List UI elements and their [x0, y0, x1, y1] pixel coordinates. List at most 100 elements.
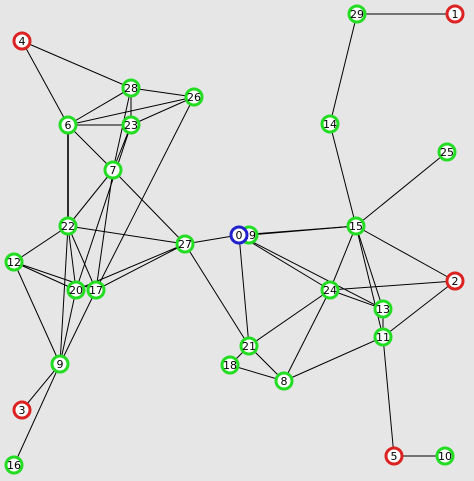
node-28-ring	[121, 78, 141, 98]
node-3[interactable]: 3	[12, 400, 32, 420]
node-15-label: 15	[349, 220, 363, 233]
node-9-label: 9	[57, 358, 64, 371]
node-16-ring	[4, 455, 24, 475]
node-10-ring	[435, 446, 455, 466]
node-10[interactable]: 10	[435, 446, 455, 466]
node-20-label: 20	[69, 284, 83, 297]
edge-7-22	[67, 169, 114, 227]
node-25-ring	[437, 142, 457, 162]
node-4[interactable]: 4	[12, 31, 32, 51]
edge-11-5	[382, 336, 395, 457]
node-25[interactable]: 25	[437, 142, 457, 162]
node-24[interactable]: 24	[320, 280, 340, 300]
node-6-ring	[58, 115, 78, 135]
node-17-ring	[86, 280, 106, 300]
edge-23-26	[130, 96, 195, 126]
node-3-label: 3	[19, 404, 26, 417]
node-16[interactable]: 16	[4, 455, 24, 475]
node-0-label: 0	[236, 229, 243, 242]
node-5-ring	[384, 446, 404, 466]
node-18-ring	[220, 355, 240, 375]
node-12[interactable]: 12	[4, 252, 24, 272]
node-24-ring	[320, 280, 340, 300]
node-24-label: 24	[323, 284, 337, 297]
node-22[interactable]: 22	[58, 216, 78, 236]
edge-9-16	[13, 363, 61, 466]
edge-19-15	[248, 225, 357, 236]
node-0[interactable]: 0	[229, 225, 249, 245]
edge-15-25	[355, 151, 448, 227]
node-4-ring	[12, 31, 32, 51]
node-4-label: 4	[19, 35, 26, 48]
node-1-ring	[445, 4, 465, 24]
node-15[interactable]: 15	[346, 216, 366, 236]
edge-17-9	[59, 289, 97, 365]
node-23-ring	[121, 115, 141, 135]
node-11[interactable]: 11	[373, 327, 393, 347]
node-17[interactable]: 17	[86, 280, 106, 300]
edge-4-6	[21, 40, 69, 126]
edge-7-17	[95, 169, 114, 291]
node-15-ring	[346, 216, 366, 236]
edge-11-2	[382, 280, 456, 338]
edge-6-7	[67, 124, 114, 171]
node-26[interactable]: 26	[184, 87, 204, 107]
node-23[interactable]: 23	[121, 115, 141, 135]
node-14[interactable]: 14	[320, 114, 340, 134]
node-22-ring	[58, 216, 78, 236]
node-14-ring	[320, 114, 340, 134]
node-5[interactable]: 5	[384, 446, 404, 466]
node-14-label: 14	[323, 118, 337, 131]
node-23-label: 23	[124, 119, 138, 132]
node-16-label: 16	[7, 459, 21, 472]
node-13[interactable]: 13	[373, 299, 393, 319]
node-28-label: 28	[124, 82, 138, 95]
node-8-label: 8	[281, 375, 288, 388]
node-20-ring	[66, 280, 86, 300]
node-7[interactable]: 7	[103, 160, 123, 180]
node-20[interactable]: 20	[66, 280, 86, 300]
edge-7-27	[112, 169, 186, 245]
node-13-label: 13	[376, 303, 390, 316]
edge-12-9	[13, 261, 61, 365]
node-9[interactable]: 9	[50, 354, 70, 374]
node-8-ring	[274, 371, 294, 391]
edge-15-2	[355, 225, 456, 282]
node-26-ring	[184, 87, 204, 107]
node-22-label: 22	[61, 220, 75, 233]
node-10-label: 10	[438, 450, 452, 463]
edge-0-21	[238, 234, 250, 347]
node-7-label: 7	[110, 164, 117, 177]
edge-28-26	[130, 87, 195, 98]
node-1[interactable]: 1	[445, 4, 465, 24]
edge-24-8	[283, 289, 331, 382]
node-13-ring	[373, 299, 393, 319]
node-21[interactable]: 21	[239, 336, 259, 356]
node-11-label: 11	[376, 331, 390, 344]
edge-27-21	[184, 243, 250, 347]
edge-15-11	[355, 225, 384, 338]
node-12-ring	[4, 252, 24, 272]
node-6[interactable]: 6	[58, 115, 78, 135]
edge-29-14	[329, 13, 358, 125]
edge-6-28	[67, 87, 132, 126]
node-18[interactable]: 18	[220, 355, 240, 375]
node-27[interactable]: 27	[175, 234, 195, 254]
edge-11-8	[283, 336, 384, 382]
node-2-label: 2	[452, 275, 459, 288]
node-8[interactable]: 8	[274, 371, 294, 391]
node-3-ring	[12, 400, 32, 420]
edge-22-17	[67, 225, 97, 291]
node-9-ring	[50, 354, 70, 374]
node-5-label: 5	[391, 450, 398, 463]
node-29[interactable]: 29	[347, 4, 367, 24]
nodes-layer: 1234567891011121314151617181920212223242…	[4, 4, 465, 475]
node-17-label: 17	[89, 284, 103, 297]
edge-23-20	[75, 124, 132, 291]
edge-22-27	[67, 225, 186, 245]
node-28[interactable]: 28	[121, 78, 141, 98]
edge-24-2	[329, 280, 456, 291]
node-2[interactable]: 2	[445, 271, 465, 291]
edge-15-24	[329, 225, 357, 291]
